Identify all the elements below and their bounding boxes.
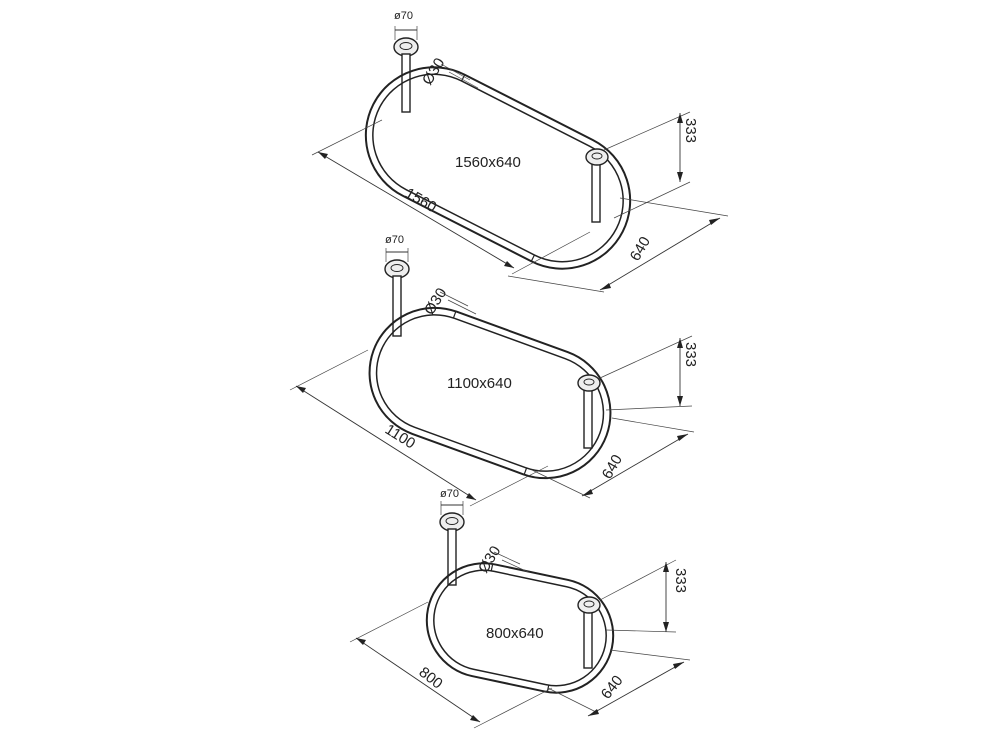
rail-ring-2 — [368, 306, 612, 480]
wall-support-2 — [577, 374, 601, 449]
rail-800x640: ø70 Ø30 800 — [349, 488, 691, 729]
tube-dim-3: Ø30 — [475, 543, 529, 576]
height-label-2: 333 — [682, 342, 699, 367]
flange-diameter-label-1: ø70 — [394, 10, 413, 22]
ceiling-rod-2 — [392, 275, 402, 337]
height-dim-2: 333 — [599, 335, 699, 411]
width-label-2: 640 — [599, 452, 626, 482]
length-label-2: 1100 — [382, 421, 418, 453]
height-label-3: 333 — [672, 568, 689, 593]
length-dim-1: 1560 — [311, 119, 591, 275]
wall-support-1 — [585, 148, 609, 223]
size-label-1: 1560x640 — [455, 154, 521, 171]
rail-ring-1 — [364, 66, 632, 270]
tube-dim-1: Ø30 — [419, 55, 479, 89]
tube-diameter-label-2: Ø30 — [421, 285, 450, 318]
length-dim-2: 1100 — [289, 349, 549, 507]
rail-ring-3 — [425, 562, 615, 694]
tube-diameter-label-1: Ø30 — [419, 55, 448, 88]
width-dim-1: 640 — [507, 197, 729, 293]
flange-diameter-label-3: ø70 — [440, 488, 459, 500]
height-dim-1: 333 — [603, 111, 699, 219]
flange-dim-3: ø70 — [440, 488, 464, 515]
length-label-3: 800 — [416, 664, 446, 693]
flange-diameter-label-2: ø70 — [385, 234, 404, 246]
width-dim-2: 640 — [531, 417, 695, 499]
ceiling-flange-1 — [393, 37, 419, 57]
width-dim-3: 640 — [547, 649, 691, 717]
rail-1100x640: ø70 Ø30 1100 — [289, 234, 699, 507]
width-label-1: 640 — [627, 234, 654, 264]
ceiling-flange-2 — [384, 259, 410, 279]
tube-diameter-label-3: Ø30 — [475, 543, 504, 576]
tube-dim-2: Ø30 — [421, 285, 477, 318]
height-dim-3: 333 — [599, 559, 689, 633]
size-label-3: 800x640 — [486, 625, 544, 642]
length-dim-3: 800 — [349, 601, 553, 729]
flange-dim-2: ø70 — [385, 234, 409, 262]
ceiling-flange-3 — [439, 512, 465, 532]
rail-1560x640: ø70 Ø30 1560 — [311, 10, 729, 293]
wall-support-3 — [577, 596, 601, 669]
height-label-1: 333 — [682, 118, 699, 143]
width-label-3: 640 — [598, 672, 627, 702]
size-label-2: 1100x640 — [447, 375, 512, 392]
flange-dim-1: ø70 — [394, 10, 418, 40]
ceiling-rod-3 — [447, 528, 457, 586]
